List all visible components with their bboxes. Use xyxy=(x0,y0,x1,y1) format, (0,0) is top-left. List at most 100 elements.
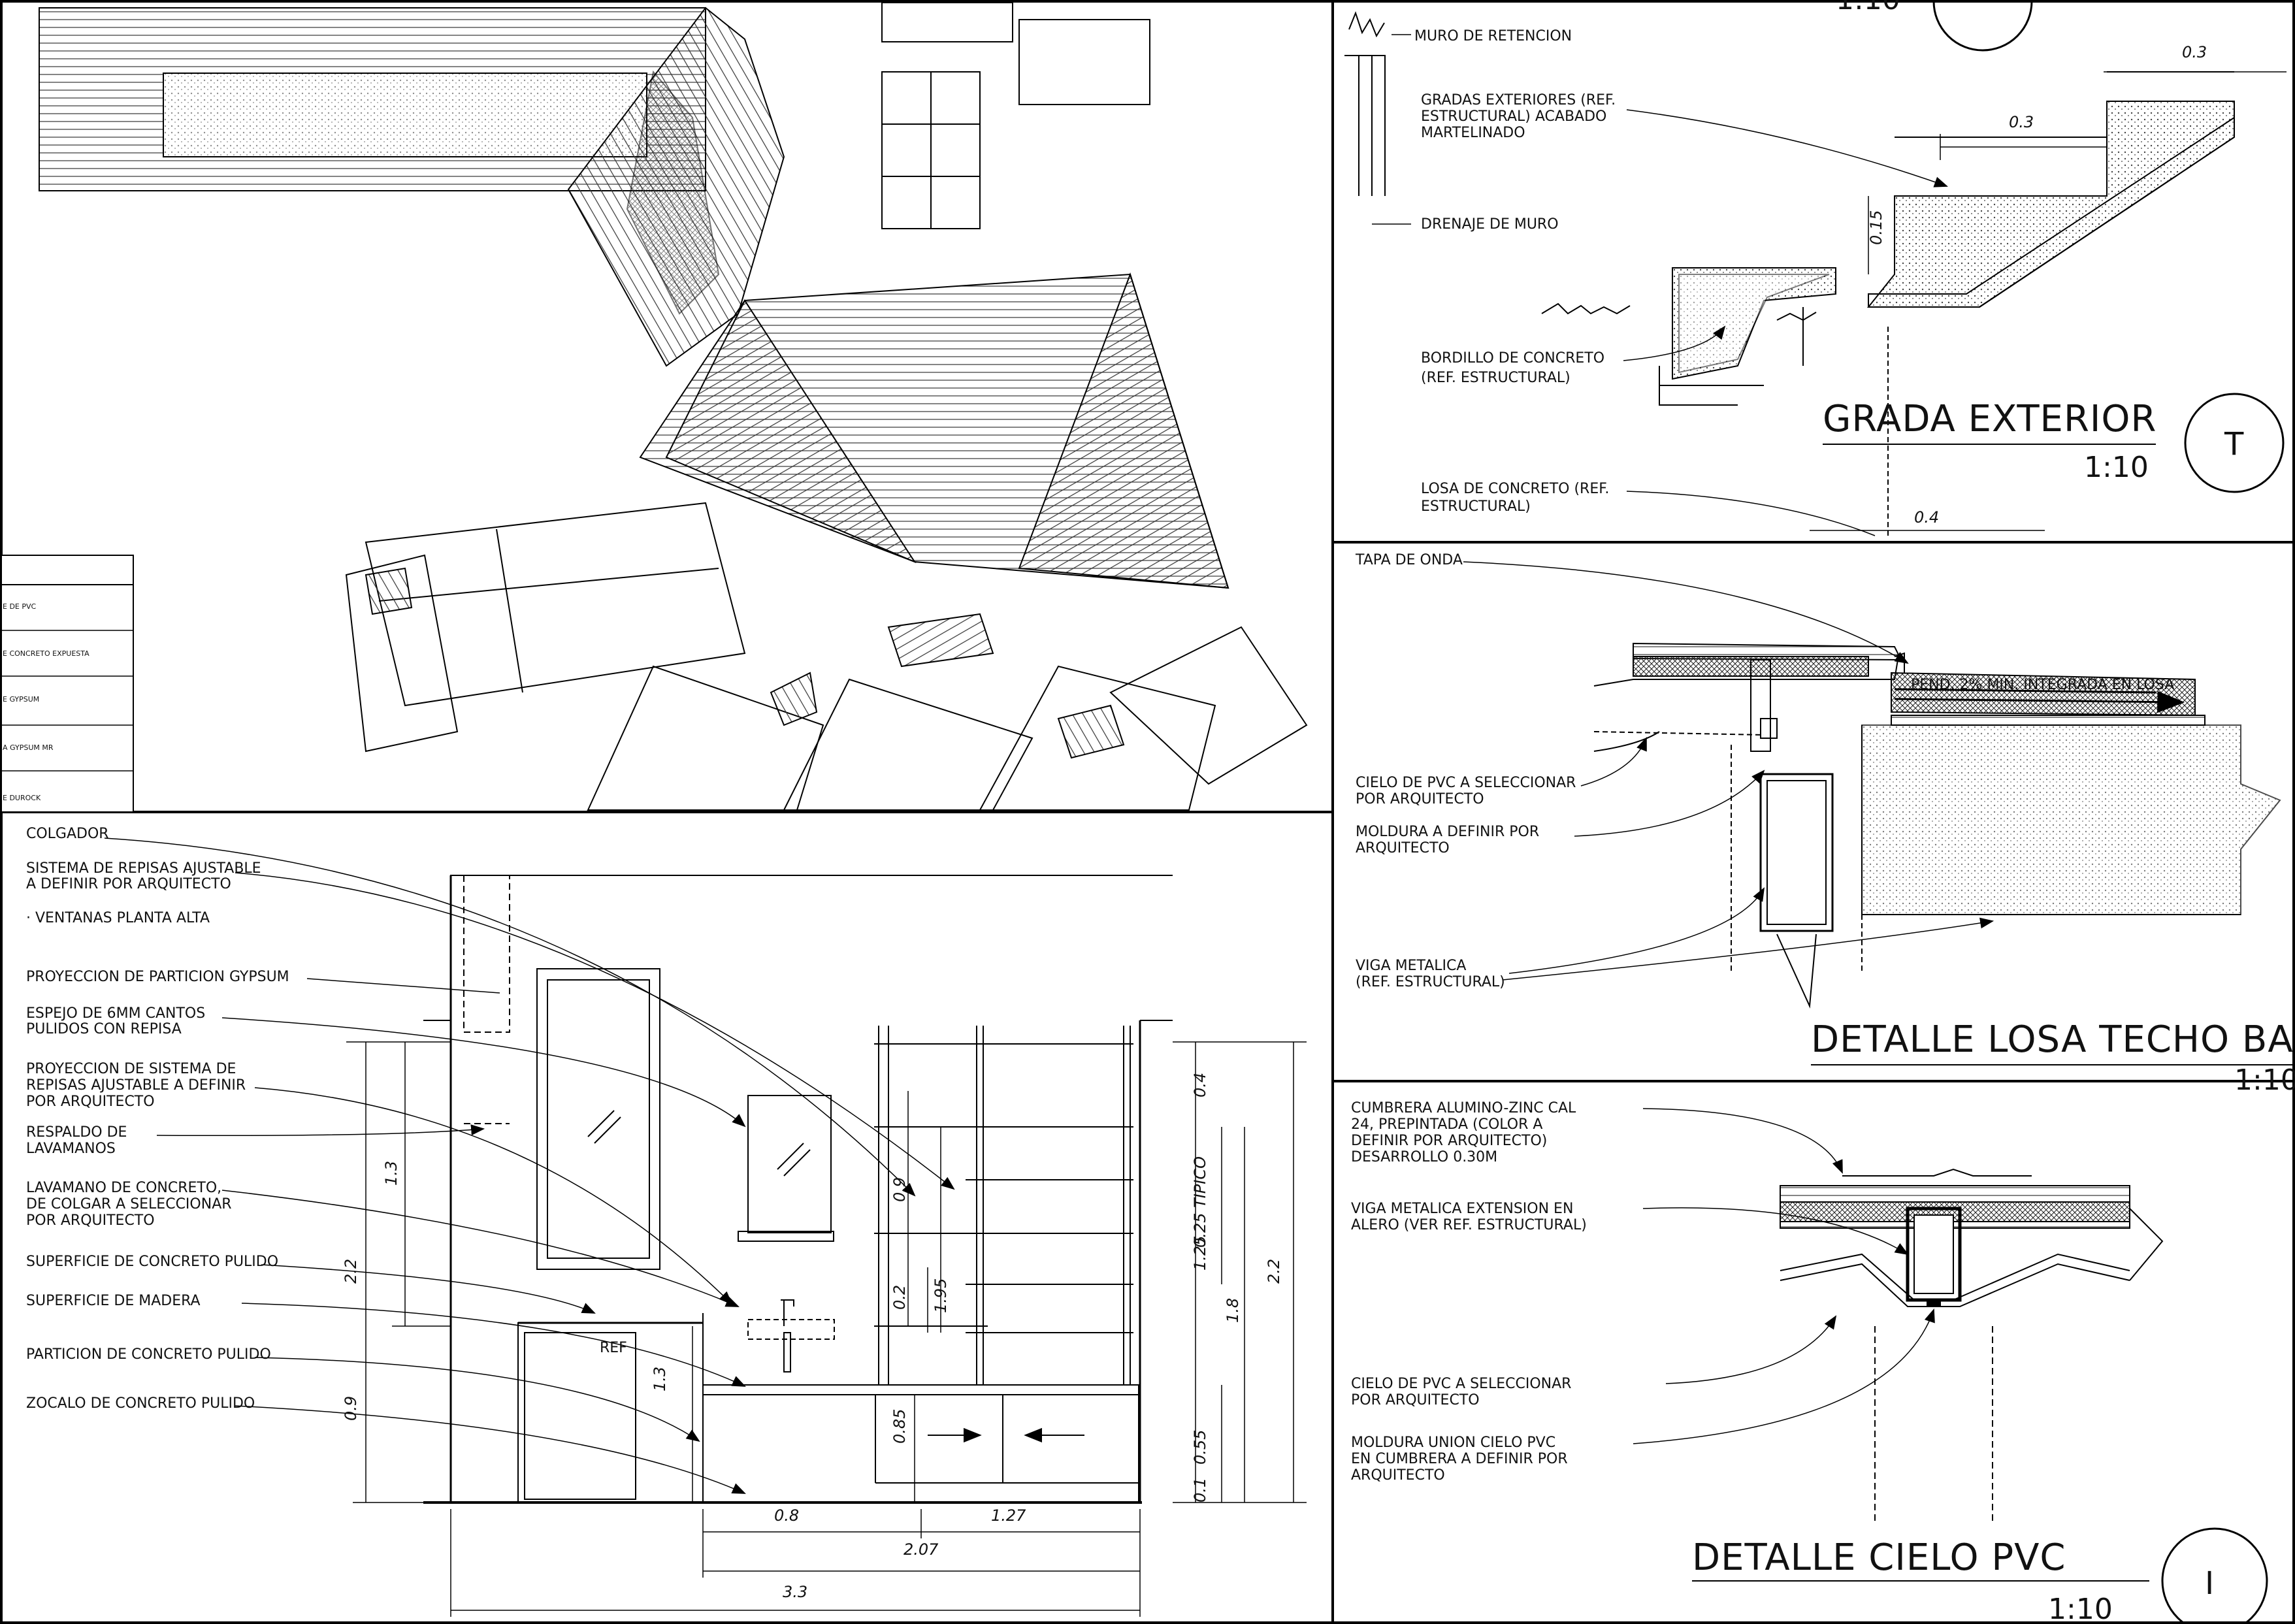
legend-row-5: E DUROCK xyxy=(3,794,41,802)
note-ventanas: · VENTANAS PLANTA ALTA xyxy=(26,910,210,926)
dim-0-1: 0.1 xyxy=(1191,1478,1209,1502)
ref-label: REF xyxy=(600,1340,627,1356)
grada-leaders xyxy=(1372,34,2287,536)
cielo-detail xyxy=(1780,1168,2164,1522)
grada-bubble: T xyxy=(2224,426,2244,463)
grada-dim-0-3-top: 0.3 xyxy=(2182,43,2207,61)
cielo-bubble: I xyxy=(2205,1565,2214,1602)
grada-note-bordillo-1: BORDILLO DE CONCRETO xyxy=(1421,350,1604,366)
note-particion: PARTICION DE CONCRETO PULIDO xyxy=(26,1346,271,1363)
grada-note-drenaje: DRENAJE DE MURO xyxy=(1421,216,1559,233)
note-proyeccion-3: POR ARQUITECTO xyxy=(26,1094,155,1110)
note-gypsum: PROYECCION DE PARTICION GYPSUM xyxy=(26,969,289,985)
losa-note-viga-1: VIGA METALICA xyxy=(1356,958,1466,974)
note-respaldo-1: RESPALDO DE xyxy=(26,1124,127,1141)
grada-scale: 1:10 xyxy=(2084,451,2149,484)
dim-0-4: 0.4 xyxy=(1191,1073,1209,1097)
note-superficie-concreto: SUPERFICIE DE CONCRETO PULIDO xyxy=(26,1254,278,1270)
grada-note-gradas-2: ESTRUCTURAL) ACABADO xyxy=(1421,108,1606,125)
cielo-note-cumbrera-3: DEFINIR POR ARQUITECTO) xyxy=(1351,1133,1547,1149)
grada-dim-0-15: 0.15 xyxy=(1867,210,1885,245)
cielo-note-pvc-1: CIELO DE PVC A SELECCIONAR xyxy=(1351,1376,1571,1392)
dim-0-8: 0.8 xyxy=(774,1506,799,1525)
cielo-note-pvc-2: POR ARQUITECTO xyxy=(1351,1392,1480,1408)
legend-row-4: A GYPSUM MR xyxy=(3,743,54,752)
losa-note-cielo-1: CIELO DE PVC A SELECCIONAR xyxy=(1356,775,1576,791)
cielo-note-viga-2: ALERO (VER REF. ESTRUCTURAL) xyxy=(1351,1217,1587,1233)
dim-0-25-tipico: 0.25 TIPICO xyxy=(1191,1156,1209,1248)
note-lavamano-2: DE COLGAR A SELECCIONAR xyxy=(26,1196,232,1212)
dim-0-85: 0.85 xyxy=(890,1409,909,1444)
note-repisas-2: A DEFINIR POR ARQUITECTO xyxy=(26,876,231,892)
note-zocalo: ZOCALO DE CONCRETO PULIDO xyxy=(26,1395,255,1412)
note-lavamano-3: POR ARQUITECTO xyxy=(26,1212,155,1229)
grada-note-gradas-1: GRADAS EXTERIORES (REF. xyxy=(1421,92,1616,108)
cielo-note-cumbrera-1: CUMBRERA ALUMINO-ZINC CAL xyxy=(1351,1100,1576,1116)
losa-detail xyxy=(1593,642,2281,1009)
cielo-scale: 1:10 xyxy=(2048,1593,2113,1624)
note-repisas-1: SISTEMA DE REPISAS AJUSTABLE xyxy=(26,860,261,877)
grada-dim-0-4: 0.4 xyxy=(1914,508,1939,527)
losa-scale: 1:10 xyxy=(2234,1064,2295,1097)
note-proyeccion-1: PROYECCION DE SISTEMA DE xyxy=(26,1061,236,1077)
grada-note-losa-2: ESTRUCTURAL) xyxy=(1421,498,1531,515)
material-legend: E DE PVC E CONCRETO EXPUESTA E GYPSUM A … xyxy=(1,555,134,813)
note-lavamano-1: LAVAMANO DE CONCRETO, xyxy=(26,1180,221,1196)
note-superficie-madera: SUPERFICIE DE MADERA xyxy=(26,1293,201,1309)
note-espejo-1: ESPEJO DE 6MM CANTOS xyxy=(26,1005,205,1022)
grada-dim-0-3: 0.3 xyxy=(2009,113,2034,131)
grada-labels: MURO DE RETENCION GRADAS EXTERIORES (REF… xyxy=(1414,0,2285,527)
grada-note-losa-1: LOSA DE CONCRETO (REF. xyxy=(1421,481,1609,497)
losa-note-moldura-2: ARQUITECTO xyxy=(1356,840,1450,856)
dim-0-9-shelf: 0.9 xyxy=(890,1177,909,1202)
losa-note-cielo-2: POR ARQUITECTO xyxy=(1356,791,1484,807)
note-proyeccion-2: REPISAS AJUSTABLE A DEFINIR xyxy=(26,1077,246,1094)
dim-1-95: 1.95 xyxy=(932,1278,950,1313)
dim-3-3: 3.3 xyxy=(783,1583,807,1601)
cielo-labels: CUMBRERA ALUMINO-ZINC CAL 24, PREPINTADA… xyxy=(1351,1100,2268,1624)
cielo-leaders xyxy=(1633,1108,1935,1444)
cielo-note-cumbrera-2: 24, PREPINTADA (COLOR A xyxy=(1351,1116,1542,1133)
dim-2-2-right: 2.2 xyxy=(1265,1259,1283,1284)
dim-1-25: 1.25 xyxy=(1191,1236,1209,1271)
cielo-note-moldura-3: ARQUITECTO xyxy=(1351,1467,1445,1484)
grada-title: GRADA EXTERIOR xyxy=(1823,398,2157,440)
cielo-note-moldura-2: EN CUMBRERA A DEFINIR POR xyxy=(1351,1451,1568,1467)
dim-0-9-left: 0.9 xyxy=(342,1396,360,1421)
losa-note-viga-2: (REF. ESTRUCTURAL) xyxy=(1356,974,1505,990)
note-respaldo-2: LAVAMANOS xyxy=(26,1141,116,1157)
losa-slope-note: PEND. 2% MIN. INTEGRADA EN LOSA xyxy=(1911,677,2174,693)
losa-note-moldura-1: MOLDURA A DEFINIR POR xyxy=(1356,824,1539,840)
dim-0-2: 0.2 xyxy=(890,1285,909,1310)
legend-row-1: E DE PVC xyxy=(3,602,37,611)
cielo-note-cumbrera-4: DESARROLLO 0.30M xyxy=(1351,1149,1497,1165)
note-espejo-2: PULIDOS CON REPISA xyxy=(26,1021,182,1037)
dim-1-3-mid: 1.3 xyxy=(651,1367,669,1391)
dim-2-07: 2.07 xyxy=(903,1540,939,1559)
losa-title: DETALLE LOSA TECHO BAR xyxy=(1811,1018,2295,1061)
elevation-labels: COLGADOR SISTEMA DE REPISAS AJUSTABLE A … xyxy=(26,826,627,1412)
bathroom-elevation xyxy=(423,875,1173,1504)
grada-note-muro: MURO DE RETENCION xyxy=(1414,28,1572,44)
legend-row-2: E CONCRETO EXPUESTA xyxy=(3,649,90,658)
elevation-leaders xyxy=(104,837,955,1494)
cielo-note-viga-1: VIGA METALICA EXTENSION EN xyxy=(1351,1201,1573,1217)
grada-note-gradas-3: MARTELINADO xyxy=(1421,125,1525,141)
dim-1-3-left: 1.3 xyxy=(382,1161,400,1186)
dim-1-8: 1.8 xyxy=(1224,1298,1242,1323)
note-colgador: COLGADOR xyxy=(26,826,109,842)
previous-scale: 1:10 xyxy=(1836,0,1900,16)
elevation-dim-values: 2.2 1.3 0.9 1.3 0.9 0.2 1.95 0.85 0.4 0.… xyxy=(342,1073,1283,1601)
grada-note-bordillo-2: (REF. ESTRUCTURAL) xyxy=(1421,370,1571,386)
legend-row-3: E GYPSUM xyxy=(3,695,39,704)
losa-labels: TAPA DE ONDA CIELO DE PVC A SELECCIONAR … xyxy=(1355,552,2295,1097)
grada-detail xyxy=(1344,11,2235,536)
losa-note-tapa: TAPA DE ONDA xyxy=(1355,552,1463,568)
dim-2-2-left: 2.2 xyxy=(342,1259,360,1284)
dim-1-27: 1.27 xyxy=(991,1506,1026,1525)
dim-0-55: 0.55 xyxy=(1191,1430,1209,1465)
elevation-dimensions xyxy=(346,1041,1307,1617)
cielo-title: DETALLE CIELO PVC xyxy=(1692,1536,2066,1579)
cielo-note-moldura-1: MOLDURA UNION CIELO PVC xyxy=(1351,1435,1555,1451)
